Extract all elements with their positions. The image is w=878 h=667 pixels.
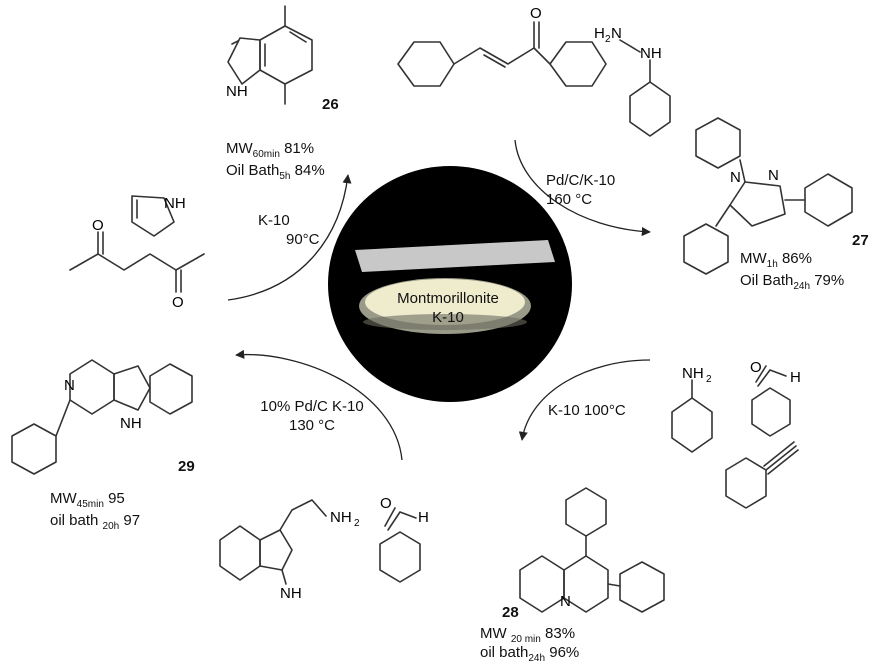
conditions-27-line1: Pd/C/K-10 [546, 172, 616, 189]
atom-n-carboline-pyridine: N [64, 377, 75, 394]
structure-tryptamine [219, 499, 327, 585]
structure-benzaldehyde-bottom [379, 507, 421, 583]
product-number-27: 27 [852, 232, 869, 249]
yield-28: MW 20 min 83% oil bath24h 96% [480, 625, 580, 665]
yield-29-oil: oil bath 20h 97 [50, 511, 141, 532]
conditions-26-line2: 90°C [286, 230, 320, 248]
atom-h-benzaldehyde-right: H [790, 369, 801, 386]
conditions-27-line2: 160 °C [546, 190, 593, 208]
atom-o-dione-2: O [172, 294, 184, 311]
yield-27-oil: Oil Bath24h 79% [740, 271, 845, 292]
product-number-26: 26 [322, 96, 339, 113]
structure-chalcone [397, 21, 607, 87]
atom-n-h2n: N [611, 25, 622, 42]
structure-26-dimethylindole [227, 5, 313, 105]
conditions-28: K-10 100°C [548, 402, 626, 421]
yield-29: MW45min 95 oil bath 20h 97 [50, 490, 140, 533]
arc-to-29 [235, 349, 403, 461]
atom-nh-tryptamine: NH [330, 509, 352, 526]
yield-28-oil: oil bath24h 96% [480, 644, 580, 665]
petri-dish-powder [365, 279, 525, 325]
atom-o-chalcone: O [530, 5, 542, 22]
yield-27-mw: MW1h 86% [740, 250, 812, 270]
atom-h-benzaldehyde-bottom: H [418, 509, 429, 526]
atom-n-quinoline: N [560, 593, 571, 610]
structure-29-carboline [11, 359, 193, 475]
glass-slide [355, 240, 555, 272]
atom-sub2-tryptamine: 2 [354, 518, 360, 529]
yield-28-mw: MW 20 min 83% [480, 625, 576, 645]
conditions-29: 10% Pd/C K-10 130 °C [250, 398, 374, 436]
yield-29-mw: MW45min 95 [50, 490, 125, 510]
product-number-29: 29 [178, 458, 195, 475]
yield-26: MW60min 81% Oil Bath5h 84% [226, 140, 325, 183]
catalyst-image [328, 166, 572, 402]
yield-26-oil: Oil Bath5h 84% [226, 161, 325, 182]
structure-28-quinoline [519, 487, 665, 613]
atom-sub2-h2n: 2 [605, 34, 611, 45]
catalyst-label-line1: Montmorillonite [397, 290, 499, 307]
atom-o-benzaldehyde-bottom: O [380, 495, 392, 512]
atom-o-dione-1: O [92, 217, 104, 234]
reaction-arcs [227, 139, 651, 461]
conditions-29-line1: 10% Pd/C K-10 [260, 398, 364, 415]
atom-nh-aniline: NH [682, 365, 704, 382]
structure-benzaldehyde-right [751, 365, 791, 437]
conditions-29-line2: 130 °C [288, 416, 336, 434]
catalyst-label-line2: K-10 [432, 308, 464, 326]
arc-to-28 [518, 359, 651, 441]
product-number-28: 28 [502, 604, 519, 621]
atom-nh-carboline: NH [120, 415, 142, 432]
atom-nh-tryptamine-ring: NH [280, 585, 302, 602]
yield-27: MW1h 86% Oil Bath24h 79% [740, 250, 844, 293]
atom-nh-hydrazine: NH [640, 45, 662, 62]
arc-to-26 [227, 174, 352, 301]
conditions-28-line1: K-10 100°C [548, 402, 626, 419]
atom-n-pyrazole-2: N [768, 167, 779, 184]
atom-n-pyrazole-1: N [730, 169, 741, 186]
atom-nh-indole: NH [226, 83, 248, 100]
structure-pyrrole [131, 195, 175, 237]
catalyst-label: Montmorillonite K-10 [396, 290, 500, 328]
structure-aniline [671, 379, 713, 453]
structure-27-pyrazole [683, 117, 853, 275]
structure-phenylhydrazine [619, 39, 671, 137]
atom-o-benzaldehyde-right: O [750, 359, 762, 376]
conditions-26: K-10 90°C [258, 212, 320, 250]
structure-hexanedione [69, 231, 205, 293]
yield-26-mw: MW60min 81% [226, 140, 315, 160]
arc-to-27 [514, 139, 651, 237]
conditions-27: Pd/C/K-10 160 °C [546, 172, 615, 210]
atom-h-h2n: H [594, 25, 605, 42]
conditions-26-line1: K-10 [258, 212, 290, 229]
structure-phenylacetylene [725, 441, 799, 509]
atom-nh-pyrrole: NH [164, 195, 186, 212]
atom-sub2-aniline: 2 [706, 374, 712, 385]
